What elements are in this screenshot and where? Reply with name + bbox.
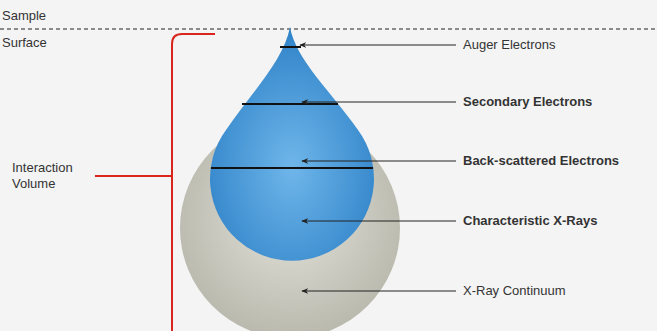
signal-label: Auger Electrons — [463, 37, 653, 53]
signal-label: Secondary Electrons — [463, 94, 653, 110]
leader-arrows — [300, 45, 456, 291]
signal-label: Characteristic X-Rays — [463, 213, 653, 229]
teardrop-volume — [210, 27, 374, 261]
surface-label: Sample Surface — [2, 2, 62, 56]
sample-surface-line — [0, 29, 657, 30]
depth-lines — [211, 47, 373, 168]
signal-label: Back-scattered Electrons — [463, 153, 653, 169]
region-label: Interaction Volume — [12, 160, 92, 192]
interaction-volume-bracket — [95, 34, 215, 331]
signal-label: X-Ray Continuum — [463, 283, 653, 299]
